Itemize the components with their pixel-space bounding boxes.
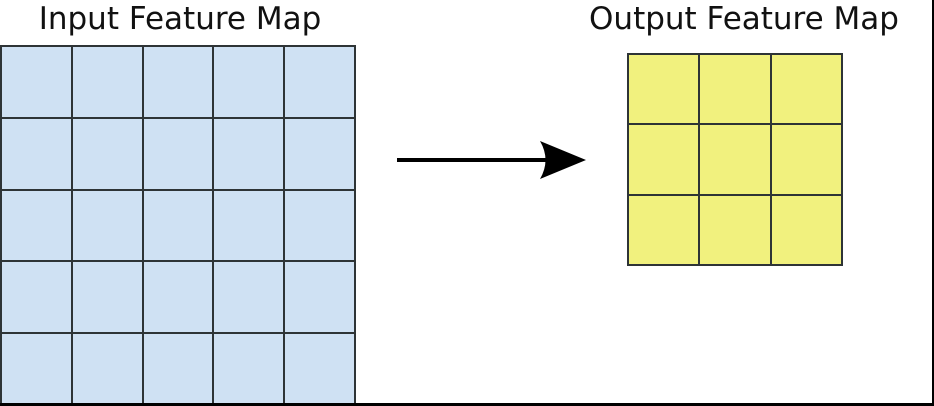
input-feature-map-cell <box>285 47 354 117</box>
input-feature-map-cell <box>214 334 284 403</box>
input-feature-map-cell <box>285 334 354 403</box>
input-feature-map-cell <box>143 334 213 403</box>
input-feature-map-cell <box>285 190 354 261</box>
input-feature-map-cell <box>72 47 142 117</box>
input-feature-map-cell <box>72 118 142 189</box>
input-feature-map-cell <box>2 118 71 189</box>
input-feature-map-cell <box>143 118 213 189</box>
input-feature-map-cell <box>214 118 284 189</box>
output-feature-map-cell <box>700 55 770 124</box>
output-feature-map-cell <box>771 125 841 194</box>
input-feature-map-cell <box>72 190 142 261</box>
input-feature-map-cell <box>214 190 284 261</box>
input-feature-map-cell <box>2 190 71 261</box>
output-feature-map-cell <box>700 125 770 194</box>
output-feature-map-cell <box>771 55 841 124</box>
input-feature-map-cell <box>285 262 354 333</box>
input-feature-map-cell <box>214 262 284 333</box>
output-feature-map-cell <box>771 195 841 264</box>
input-feature-map-cell <box>285 118 354 189</box>
input-feature-map-cell <box>143 262 213 333</box>
input-feature-map-cell <box>143 47 213 117</box>
input-feature-map-cell <box>2 262 71 333</box>
output-feature-map-cell <box>629 55 699 124</box>
input-feature-map-cell <box>143 190 213 261</box>
output-feature-map-cell <box>629 195 699 264</box>
input-feature-map-cell <box>2 47 71 117</box>
input-feature-map-cell <box>72 334 142 403</box>
input-feature-map-cell <box>72 262 142 333</box>
input-feature-map-cell <box>2 334 71 403</box>
input-feature-map-cell <box>214 47 284 117</box>
right-arrow-icon <box>390 135 600 185</box>
output-feature-map-title: Output Feature Map <box>589 1 899 37</box>
input-feature-map-grid <box>0 45 356 403</box>
input-feature-map-title: Input Feature Map <box>38 1 322 37</box>
output-feature-map-cell <box>700 195 770 264</box>
output-feature-map-grid <box>627 53 843 266</box>
output-feature-map-cell <box>629 125 699 194</box>
